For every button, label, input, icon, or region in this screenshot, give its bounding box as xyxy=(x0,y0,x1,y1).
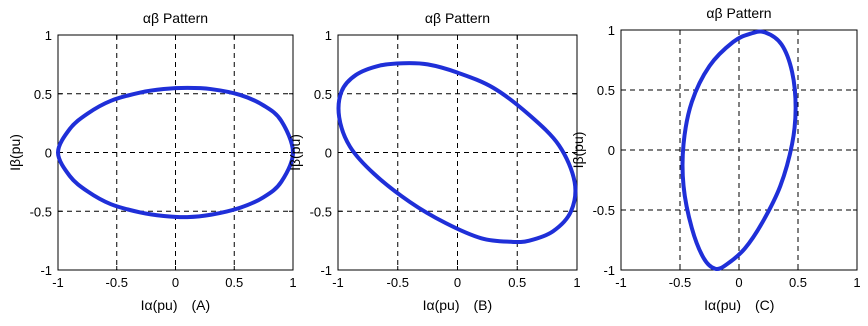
chart-b-ylabel: Iβ(pu) xyxy=(287,134,303,171)
chart-c-xtick-label-1: -0.5 xyxy=(669,275,691,290)
chart-b-title: αβ Pattern xyxy=(425,10,490,26)
chart-c-series-curve-0 xyxy=(680,29,798,272)
chart-a-xtick-label-3: 0.5 xyxy=(225,275,243,290)
chart-a-xtick-label-2: 0 xyxy=(172,275,179,290)
chart-c-ytick-label-0: -1 xyxy=(603,263,615,278)
chart-c-annotation: (C) xyxy=(755,297,774,313)
chart-a-xtick-label-0: -1 xyxy=(52,275,64,290)
chart-a-ylabel: Iβ(pu) xyxy=(7,134,23,171)
chart-c-ylabel: Iβ(pu) xyxy=(570,132,586,169)
chart-a-ytick-label-3: 0.5 xyxy=(34,87,52,102)
chart-c-ytick-label-2: 0 xyxy=(608,143,615,158)
chart-c-title: αβ Pattern xyxy=(706,5,771,21)
chart-a-ytick-label-0: -1 xyxy=(40,263,52,278)
chart-a-series-curve-0 xyxy=(56,85,295,220)
chart-c-ytick-label-4: 1 xyxy=(608,23,615,38)
chart-c-xlabel: Iα(pu) xyxy=(704,297,741,313)
chart-b-ytick-label-3: 0.5 xyxy=(314,87,332,102)
chart-b-series-curve-0 xyxy=(336,61,578,245)
chart-c-ytick-label-1: -0.5 xyxy=(593,203,615,218)
chart-c-xtick-label-2: 0 xyxy=(735,275,742,290)
chart-b-ytick-label-4: 1 xyxy=(325,28,332,43)
chart-a-ytick-label-2: 0 xyxy=(45,146,52,161)
chart-c-xtick-label-4: 1 xyxy=(853,275,860,290)
chart-b-xtick-label-3: 0.5 xyxy=(508,275,526,290)
chart-b-xtick-label-2: 0 xyxy=(454,275,461,290)
chart-b-xtick-label-1: -0.5 xyxy=(387,275,409,290)
chart-a-xlabel: Iα(pu) xyxy=(141,297,178,313)
chart-b-ytick-label-2: 0 xyxy=(325,146,332,161)
chart-b-ytick-label-0: -1 xyxy=(320,263,332,278)
chart-a-title: αβ Pattern xyxy=(143,10,208,26)
chart-c-ytick-label-3: 0.5 xyxy=(597,83,615,98)
chart-b-xtick-label-4: 1 xyxy=(573,275,580,290)
chart-c-xtick-label-3: 0.5 xyxy=(789,275,807,290)
chart-a-xtick-label-4: 1 xyxy=(289,275,296,290)
chart-b-annotation: (B) xyxy=(474,297,493,313)
chart-b-xtick-label-0: -1 xyxy=(332,275,344,290)
chart-b-xlabel: Iα(pu) xyxy=(423,297,460,313)
chart-a-annotation: (A) xyxy=(192,297,211,313)
chart-b-ytick-label-1: -0.5 xyxy=(310,204,332,219)
chart-a-ytick-label-1: -0.5 xyxy=(30,204,52,219)
chart-a-ytick-label-4: 1 xyxy=(45,28,52,43)
chart-c-xtick-label-0: -1 xyxy=(615,275,627,290)
chart-a-xtick-label-1: -0.5 xyxy=(106,275,128,290)
